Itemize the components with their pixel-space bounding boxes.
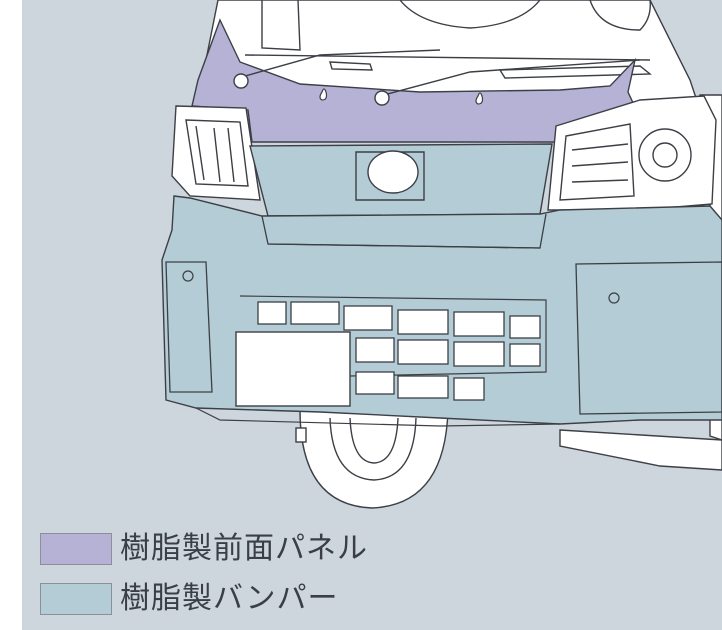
- legend-swatch-bumper: [40, 583, 112, 615]
- legend-label-front-panel: 樹脂製前面パネル: [120, 531, 368, 566]
- cab-upper: [199, 0, 701, 113]
- legend-label-bumper: 樹脂製バンパー: [120, 581, 339, 616]
- legend-item-bumper: 樹脂製バンパー: [40, 583, 339, 615]
- front-wheel: [295, 409, 449, 509]
- left-headlight: [171, 105, 261, 201]
- emblem-icon: [367, 150, 419, 194]
- legend-swatch-front-panel: [40, 533, 112, 565]
- license-plate: [235, 331, 351, 407]
- bumper: [161, 195, 722, 427]
- vent-slots: [257, 301, 541, 401]
- legend-item-front-panel: 樹脂製前面パネル: [40, 533, 368, 565]
- upper-grille: [249, 143, 553, 217]
